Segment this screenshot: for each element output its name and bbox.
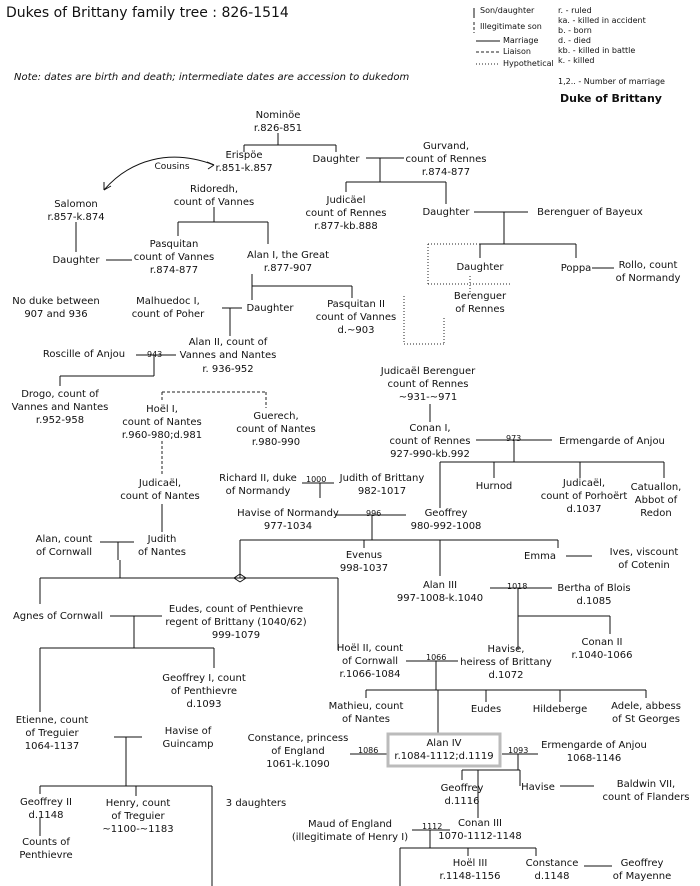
person-hildeberge: Hildeberge	[533, 704, 588, 715]
legend-abbr-accident: ka. - killed in accident	[558, 16, 646, 25]
person-daughter-berenguer: Daughter	[456, 262, 504, 273]
person-emma: Emma	[524, 551, 556, 562]
cousins-label: Cousins	[154, 162, 189, 172]
person-baldwin: Baldwin VII,count of Flanders	[602, 779, 689, 803]
tree-title: Dukes of Brittany family tree : 826-1514	[6, 5, 289, 21]
legend-illegitimate: Illegitimate son	[480, 22, 542, 31]
connector-lines	[39, 133, 665, 886]
person-judicael-nantes: Judicaël,count of Nantes	[120, 478, 199, 502]
person-maud-england: Maud of England(illegitimate of Henry I)	[292, 819, 408, 843]
legend-abbr-battle: kb. - killed in battle	[558, 46, 635, 55]
legend-duke-label: Duke of Brittany	[560, 92, 662, 105]
person-three-daughters: 3 daughters	[226, 798, 286, 809]
person-ridoredh: Ridoredh,count of Vannes	[174, 184, 254, 208]
legend: Son/daughter Illegitimate son Marriage L…	[473, 6, 665, 105]
marriage-year-973: 973	[506, 434, 521, 443]
person-havise-3: Havise	[521, 782, 555, 793]
marriage-year-1066: 1066	[426, 653, 446, 662]
marriage-year-1086: 1086	[358, 746, 378, 755]
legend-liaison: Liaison	[503, 47, 531, 56]
marriage-year-1112: 1112	[422, 822, 442, 831]
person-ermengarde-anjou: Ermengarde of Anjou	[559, 436, 665, 447]
person-malhuedoc: Malhuedoc I,count of Poher	[132, 296, 205, 320]
person-daughter-alan-i: Daughter	[246, 303, 294, 314]
legend-marriage: Marriage	[503, 36, 538, 45]
person-eudes: Eudes	[471, 704, 501, 715]
marriage-year-996: 996	[366, 509, 381, 518]
marriage-year-943: 943	[147, 350, 162, 359]
person-daughter-gurvand: Daughter	[422, 207, 470, 218]
person-daughter-erispoe: Daughter	[312, 154, 360, 165]
person-agnes-cornwall: Agnes of Cornwall	[13, 611, 103, 622]
legend-abbr-died: d. - died	[558, 36, 591, 45]
legend-abbr-ruled: r. - ruled	[558, 6, 592, 15]
legend-abbr-killed: k. - killed	[558, 56, 594, 65]
legend-son-daughter: Son/daughter	[480, 6, 535, 15]
marriage-year-1018: 1018	[507, 582, 527, 591]
person-poppa: Poppa	[561, 263, 592, 274]
person-roscille: Roscille of Anjou	[43, 349, 125, 360]
alan-iv-highlight	[386, 732, 502, 768]
dating-note: Note: dates are birth and death; interme…	[14, 72, 409, 83]
legend-hypothetical: Hypothetical	[503, 59, 554, 68]
legend-marriage-number: 1,2.. - Number of marriage	[558, 77, 665, 86]
legend-abbr-born: b. - born	[558, 26, 592, 35]
marriage-year-1000: 1000	[306, 475, 326, 484]
person-hurnod: Hurnod	[476, 481, 513, 492]
marriage-year-1093: 1093	[508, 746, 528, 755]
person-daughter-salomon: Daughter	[52, 255, 100, 266]
person-berenguer-bayeux: Berenguer of Bayeux	[537, 207, 643, 218]
